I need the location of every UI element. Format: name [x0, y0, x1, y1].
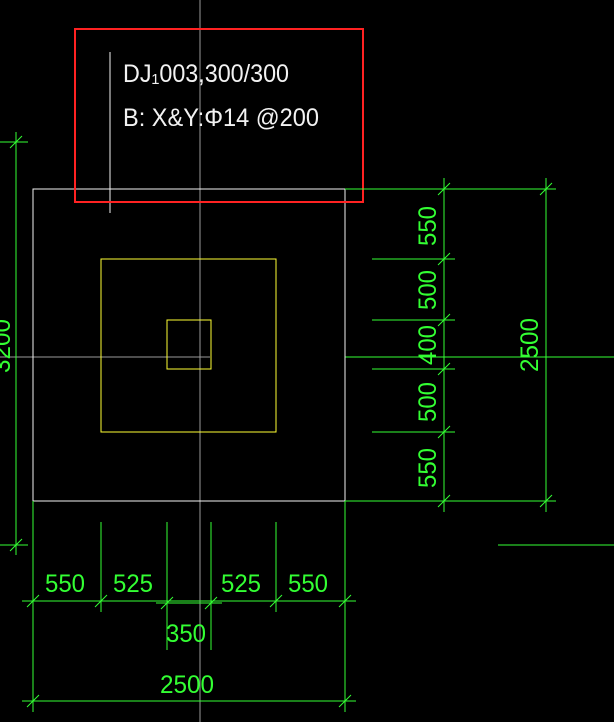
vdim-seg-2: 500: [414, 270, 442, 310]
left-dimension: [0, 132, 28, 555]
annotation-line-1: DJ₁003,300/300: [123, 60, 289, 88]
vdim-seg-5: 550: [414, 448, 442, 488]
footing-outline: [32, 188, 346, 502]
annotation-line-2: B: X&Y:Φ14 @200: [123, 104, 319, 132]
vdim-seg-1: 550: [414, 206, 442, 246]
hdim-total-width: 2500: [160, 671, 214, 699]
vdim-seg-4: 500: [414, 382, 442, 422]
horizontal-dimensions: [22, 501, 356, 712]
vertical-dimensions: [345, 178, 556, 512]
annotation-highlight-box: [74, 28, 364, 203]
hdim-seg-1: 550: [45, 570, 85, 598]
hdim-seg-4: 550: [288, 570, 328, 598]
hdim-seg-3: 525: [221, 570, 261, 598]
vdim-total-height: 2500: [516, 318, 544, 372]
footing-step: [100, 258, 277, 433]
left-dim-partial: 3200: [0, 319, 16, 373]
vdim-seg-3: 400: [414, 325, 442, 365]
column-outline: [166, 319, 212, 370]
hdim-column-width: 350: [166, 620, 206, 648]
hdim-seg-2: 525: [113, 570, 153, 598]
